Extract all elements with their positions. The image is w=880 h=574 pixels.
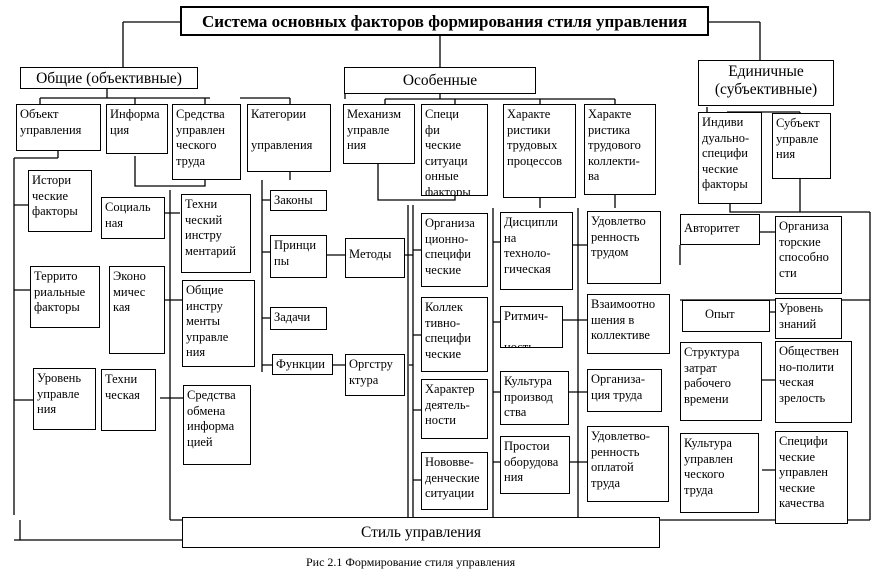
figure-caption: Рис 2.1 Формирование стиля управления [306,555,516,569]
collective-org-labor: Организа- ция труда [587,369,662,412]
factor-specific: Специ фи ческие ситуаци онные факторы [421,104,488,196]
process-rhythm: Ритмич- ность [500,306,563,348]
single-time-structure: Структура затрат рабочего времени [680,342,762,421]
category-methods: Методы [345,238,405,278]
process-prod-culture: Культура производ ства [500,371,569,425]
single-qualities: Специфи ческие управлен ческие качества [775,431,848,524]
single-experience: Опыт [682,300,770,332]
info-social: Социаль ная [101,197,165,239]
collective-pay-satisfaction: Удовлетво- ренность оплатой труда [587,426,669,502]
specific-collective: Коллек тивно- специфи ческие [421,297,488,372]
group-single: Единичные (субъективные) [698,60,834,106]
process-discipline: Дисципли на техноло- гическая [500,212,573,290]
group-special: Особенные [344,67,536,94]
specific-org: Организа ционно- специфи ческие [421,213,488,287]
means-exchange: Средства обмена информа цией [183,385,251,465]
specific-innovation: Нововве- денческие ситуации [421,452,488,510]
factor-territorial: Террито риальные факторы [30,266,100,328]
factor-level: Уровень управле ния [33,368,96,430]
factor-information: Информа ция [106,104,168,154]
category-functions: Функции [272,354,333,375]
means-general-tools: Общие инстру менты управле ния [182,280,255,367]
group-general: Общие (объективные) [20,67,198,89]
single-mgmt-culture: Культура управлен ческого труда [680,433,759,513]
category-principles: Принци пы [270,235,327,278]
factor-mechanism: Механизм управле ния [343,104,415,164]
collective-relations: Взаимоотно шения в коллективе [587,294,670,354]
factor-labor-processes: Характе ристики трудовых процессов [503,104,576,198]
factor-individual: Индиви дуально- специфи ческие факторы [698,112,762,204]
diagram-title: Система основных факторов формирования с… [180,6,709,36]
info-technical: Техни ческая [101,369,156,431]
factor-labor-collective: Характе ристика трудового коллекти- ва [584,104,656,195]
single-authority: Авторитет [680,214,760,245]
factor-historical: Истори ческие факторы [28,170,92,232]
collective-satisfaction: Удовлетво ренность трудом [587,211,661,284]
category-laws: Законы [270,190,327,211]
category-orgstructure: Оргстру ктура [345,354,405,396]
process-downtime: Простои оборудова ния [500,436,570,494]
factor-object: Объект управления [16,104,101,151]
single-maturity: Обществен но-полити ческая зрелость [775,341,852,423]
factor-categories: Категории управления [247,104,331,172]
means-tech-tools: Техни ческий инстру ментарий [181,194,251,273]
specific-activity: Характер деятель- ности [421,379,488,439]
category-tasks: Задачи [270,307,327,330]
single-knowledge: Уровень знаний [775,298,842,339]
single-org-ability: Организа торские способно сти [775,216,842,294]
result-style: Стиль управления [182,517,660,548]
factor-mgmt-means: Средства управлен ческого труда [172,104,241,180]
factor-subject: Субъект управле ния [772,113,831,179]
info-economic: Эконо мичес кая [109,266,165,354]
